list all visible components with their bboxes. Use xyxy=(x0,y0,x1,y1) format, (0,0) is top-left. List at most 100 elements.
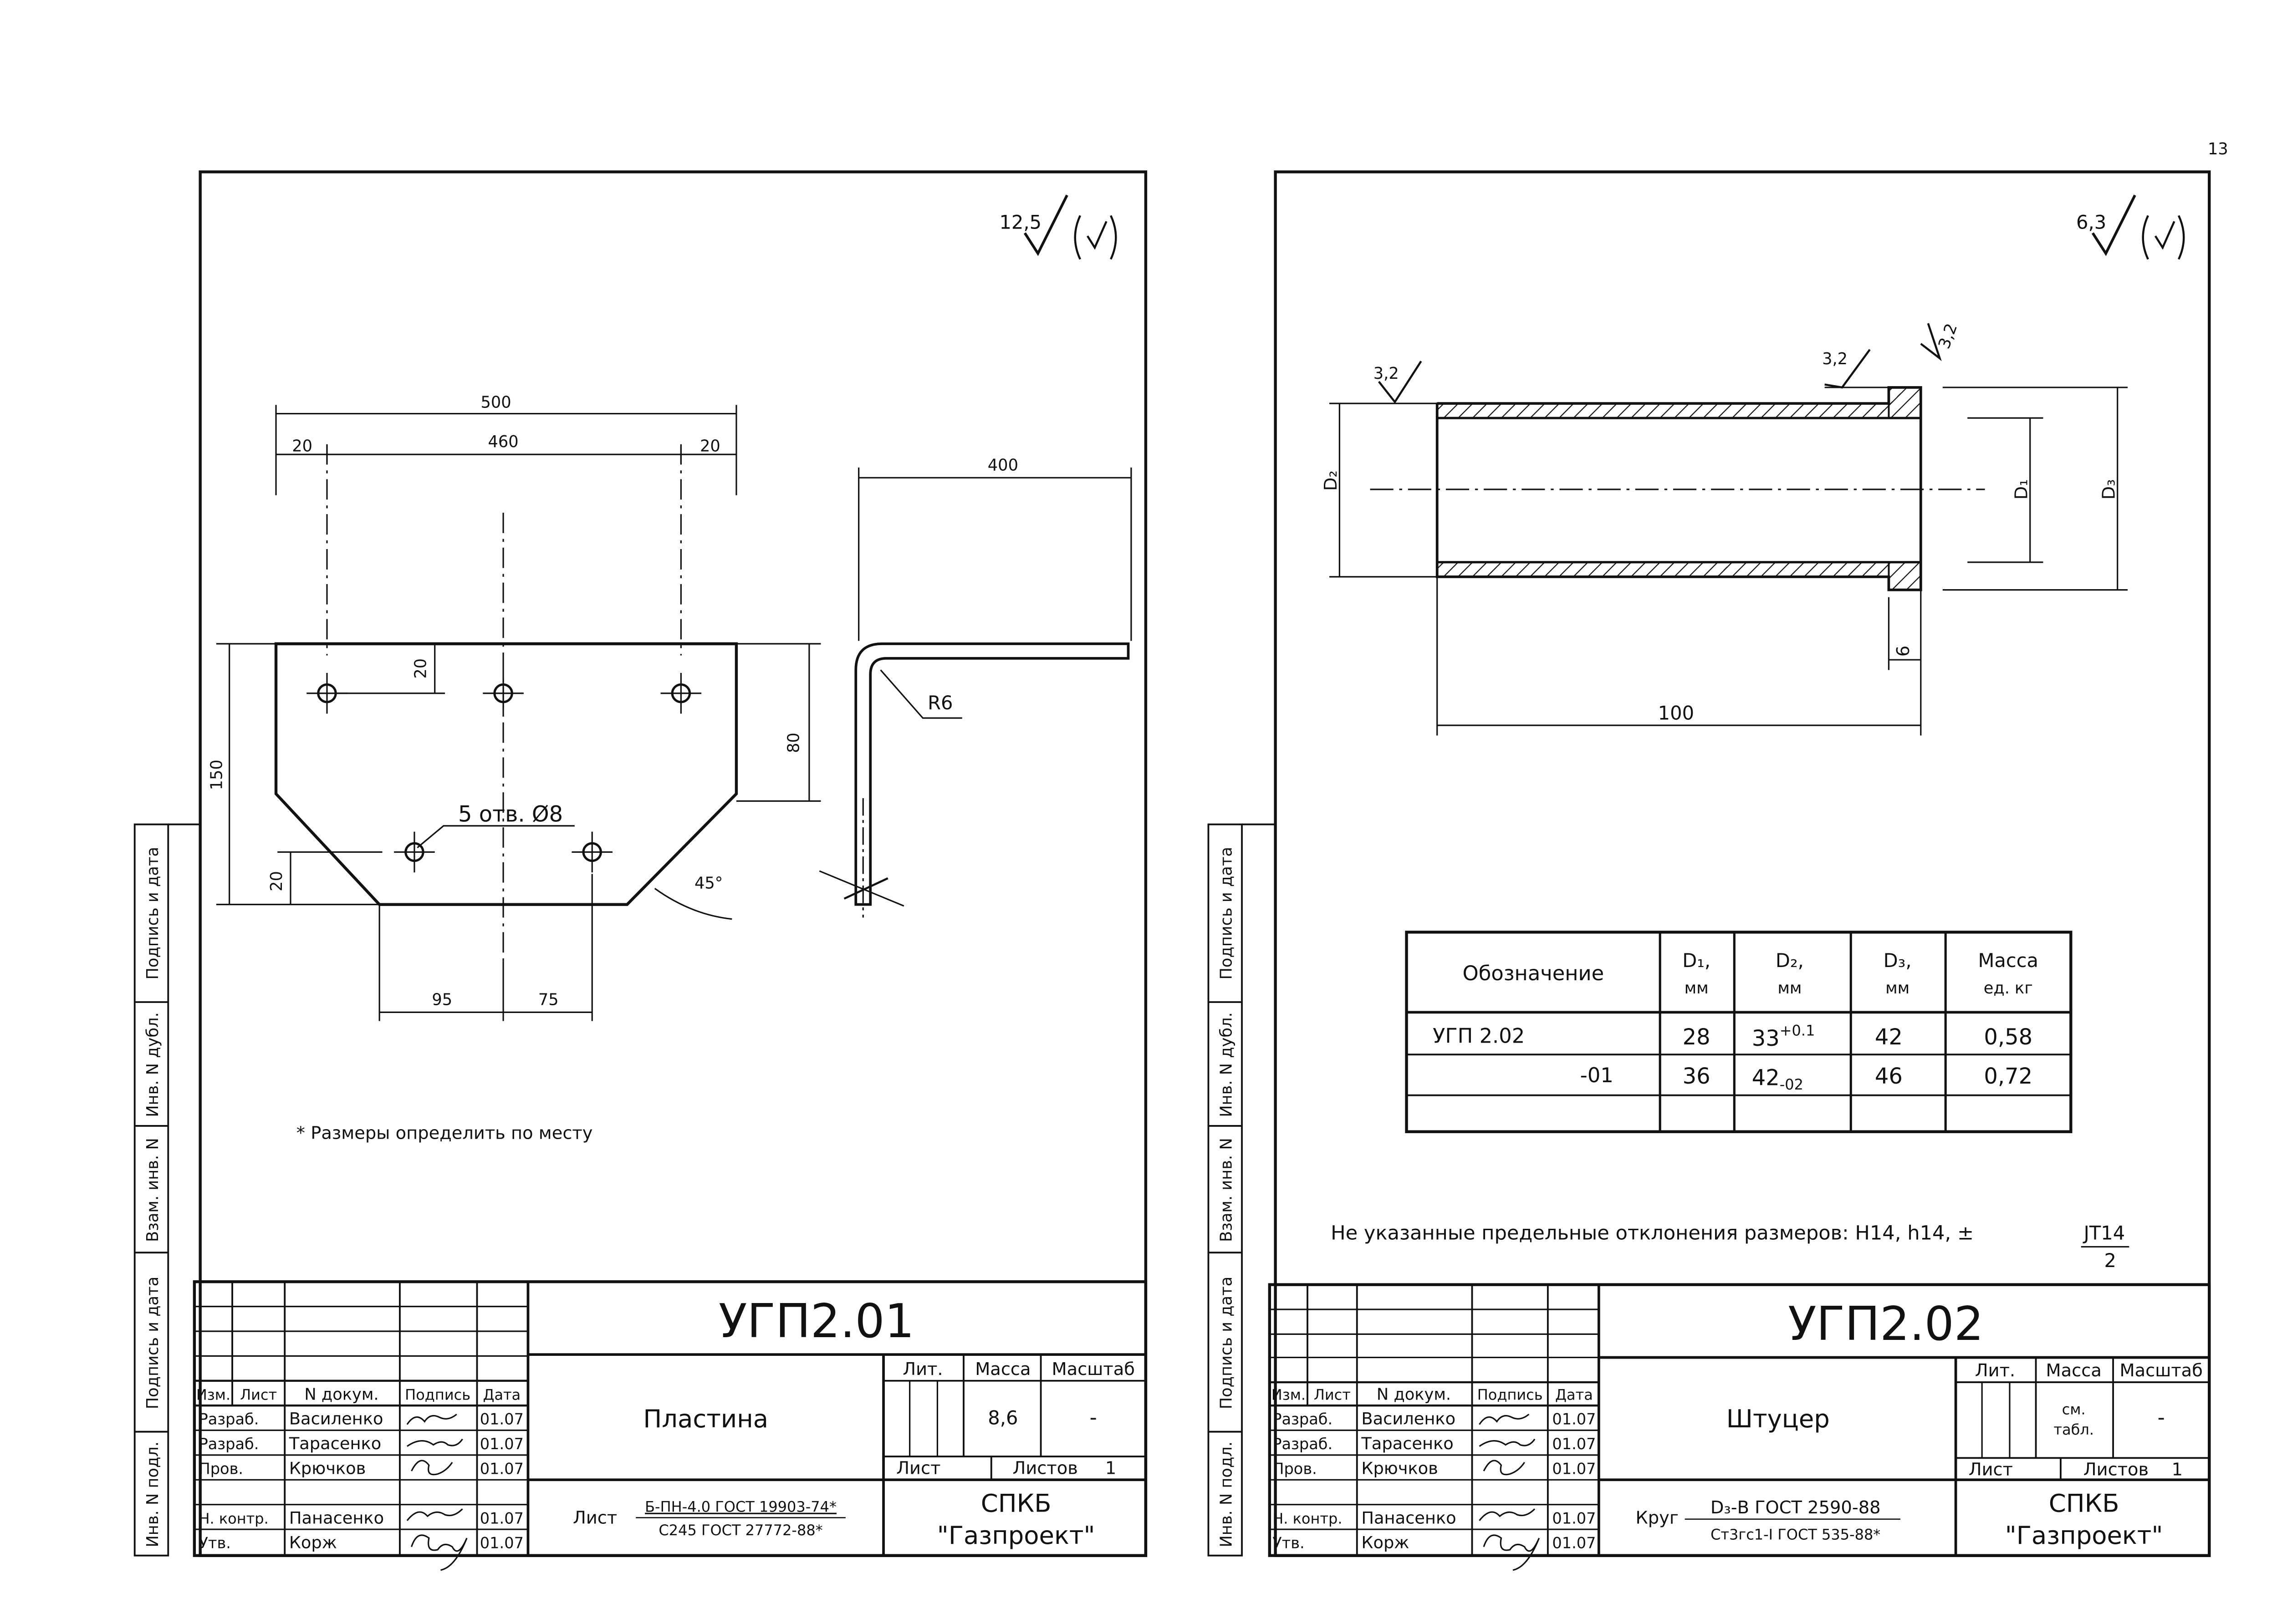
table-header: Масса xyxy=(1978,949,2038,972)
svg-text:мм: мм xyxy=(1777,979,1802,998)
title-block-left: Изм. Лист N докум. Подпись Дата Разраб. … xyxy=(193,1280,1148,1571)
hole xyxy=(572,831,613,873)
svg-text:табл.: табл. xyxy=(2053,1421,2094,1438)
note: * Размеры определить по месту xyxy=(296,1123,593,1144)
svg-text:Листов: Листов xyxy=(2083,1460,2149,1480)
svg-text:Масштаб: Масштаб xyxy=(1052,1359,1135,1380)
svg-text:Утв.: Утв. xyxy=(199,1534,231,1552)
svg-text:3,2: 3,2 xyxy=(1822,350,1848,368)
svg-text:8,6: 8,6 xyxy=(988,1407,1018,1429)
svg-text:Панасенко: Панасенко xyxy=(289,1508,384,1527)
signatures xyxy=(1479,1414,1540,1571)
svg-text:0,58: 0,58 xyxy=(1984,1024,2032,1050)
svg-text:Пров.: Пров. xyxy=(199,1460,243,1477)
svg-text:Лист: Лист xyxy=(1314,1386,1351,1403)
side-label: Взам. инв. N xyxy=(1217,1138,1236,1242)
svg-text:01.07: 01.07 xyxy=(480,1534,524,1552)
svg-text:мм: мм xyxy=(1685,979,1709,998)
svg-text:D₂: D₂ xyxy=(1321,470,1341,491)
bend-side-view: 400 R6 xyxy=(819,456,1132,918)
svg-text:500: 500 xyxy=(481,393,511,412)
side-strip-left: Инв. N подл. Подпись и дата Взам. инв. N… xyxy=(133,823,200,1557)
svg-text:СПКБ: СПКБ xyxy=(2049,1489,2119,1518)
svg-text:N докум.: N докум. xyxy=(304,1385,378,1404)
table-header: D₁, xyxy=(1682,949,1710,972)
table-header: Обозначение xyxy=(1463,961,1604,985)
svg-text:6: 6 xyxy=(1893,646,1914,657)
svg-text:12,5: 12,5 xyxy=(999,211,1041,233)
svg-text:С245 ГОСТ 27772-88*: С245 ГОСТ 27772-88* xyxy=(659,1522,822,1539)
svg-text:D₃: D₃ xyxy=(2098,479,2119,499)
svg-text:Подпись: Подпись xyxy=(1477,1386,1543,1403)
svg-text:36: 36 xyxy=(1683,1064,1710,1089)
side-label: Подпись и дата xyxy=(143,1277,162,1409)
svg-text:75: 75 xyxy=(538,990,559,1009)
svg-text:2: 2 xyxy=(2104,1249,2116,1272)
svg-text:Круг: Круг xyxy=(1636,1507,1679,1528)
svg-text:20: 20 xyxy=(267,871,286,891)
page-number: 13 xyxy=(2208,140,2228,158)
svg-text:Корж: Корж xyxy=(1361,1533,1409,1553)
svg-text:Дата: Дата xyxy=(483,1386,521,1403)
svg-text:5 отв. Ø8: 5 отв. Ø8 xyxy=(458,801,563,827)
svg-text:33+0.1: 33+0.1 xyxy=(1752,1022,1815,1051)
svg-text:Крючков: Крючков xyxy=(1361,1458,1438,1478)
roughness-symbol: 6,3 xyxy=(2076,194,2185,260)
side-label: Взам. инв. N xyxy=(143,1138,162,1242)
svg-text:Василенко: Василенко xyxy=(1361,1409,1455,1429)
svg-text:1: 1 xyxy=(1105,1458,1116,1478)
dimensions-table: Обозначение D₁, мм D₂, мм D₃, мм Масса е… xyxy=(1405,931,2073,1133)
hole xyxy=(483,672,524,714)
svg-text:Разраб.: Разраб. xyxy=(199,1435,259,1453)
svg-text:Масса: Масса xyxy=(975,1359,1031,1380)
svg-text:N докум.: N докум. xyxy=(1377,1385,1451,1404)
part-name: Пластина xyxy=(643,1405,768,1433)
svg-text:28: 28 xyxy=(1683,1024,1710,1050)
svg-text:Масса: Масса xyxy=(2046,1360,2102,1381)
svg-text:Ст3гс1-I ГОСТ 535-88*: Ст3гс1-I ГОСТ 535-88* xyxy=(1710,1526,1880,1543)
svg-text:01.07: 01.07 xyxy=(1552,1534,1596,1552)
svg-text:Панасенко: Панасенко xyxy=(1361,1508,1456,1527)
svg-text:0,72: 0,72 xyxy=(1984,1064,2032,1089)
tolerance-note: Не указанные предельные отклонения разме… xyxy=(1331,1222,2129,1272)
svg-text:D₃-В ГОСТ 2590-88: D₃-В ГОСТ 2590-88 xyxy=(1710,1497,1881,1518)
svg-text:Пров.: Пров. xyxy=(1272,1460,1317,1477)
svg-text:"Газпроект": "Газпроект" xyxy=(937,1521,1095,1550)
svg-text:150: 150 xyxy=(208,759,226,790)
svg-text:3,2: 3,2 xyxy=(1373,364,1399,383)
table-row: УГП 2.02 28 33+0.1 42 0,58 xyxy=(1433,1022,2032,1051)
svg-text:42: 42 xyxy=(1875,1024,1903,1050)
part-name: Штуцер xyxy=(1726,1405,1830,1433)
signatures xyxy=(406,1414,468,1571)
svg-text:Листов: Листов xyxy=(1012,1458,1077,1478)
side-label: Инв. N подл. xyxy=(1217,1441,1236,1547)
svg-text:Тарасенко: Тарасенко xyxy=(1361,1434,1453,1453)
svg-text:460: 460 xyxy=(488,433,519,451)
svg-text:100: 100 xyxy=(1658,702,1694,724)
sheet-right: Инв. N подл. Подпись и дата Взам. инв. N… xyxy=(1207,170,2211,1571)
side-label: Подпись и дата xyxy=(1217,1277,1236,1409)
svg-text:УГП 2.02: УГП 2.02 xyxy=(1433,1024,1525,1048)
plate-dimensions: 500 460 20 20 20 150 80 20 95 xyxy=(208,393,821,1021)
roughness-symbol: 12,5 xyxy=(999,194,1117,260)
svg-text:Лист: Лист xyxy=(240,1386,277,1403)
svg-text:20: 20 xyxy=(292,437,312,456)
svg-text:Изм.: Изм. xyxy=(1271,1386,1306,1403)
svg-text:6,3: 6,3 xyxy=(2076,211,2106,233)
sheet-left: Инв. N подл. Подпись и дата Взам. инв. N… xyxy=(133,170,1148,1571)
side-strip-right: Инв. N подл. Подпись и дата Взам. инв. N… xyxy=(1207,823,1276,1557)
hole xyxy=(394,831,435,873)
svg-text:400: 400 xyxy=(988,456,1018,474)
fitting-section: D₂ D₁ D₃ 100 6 3,2 3,2 3,2 xyxy=(1321,321,2128,736)
svg-text:20: 20 xyxy=(700,437,720,456)
svg-text:3,2: 3,2 xyxy=(1935,321,1961,351)
drawing-code: УГП2.02 xyxy=(1788,1297,1984,1351)
svg-text:Утв.: Утв. xyxy=(1272,1534,1305,1552)
svg-text:01.07: 01.07 xyxy=(480,1435,524,1453)
svg-text:01.07: 01.07 xyxy=(1552,1410,1596,1428)
svg-text:JT14: JT14 xyxy=(2083,1222,2125,1244)
svg-text:Василенко: Василенко xyxy=(289,1409,383,1429)
svg-text:D₁: D₁ xyxy=(2011,479,2032,499)
svg-text:-: - xyxy=(2158,1405,2165,1430)
